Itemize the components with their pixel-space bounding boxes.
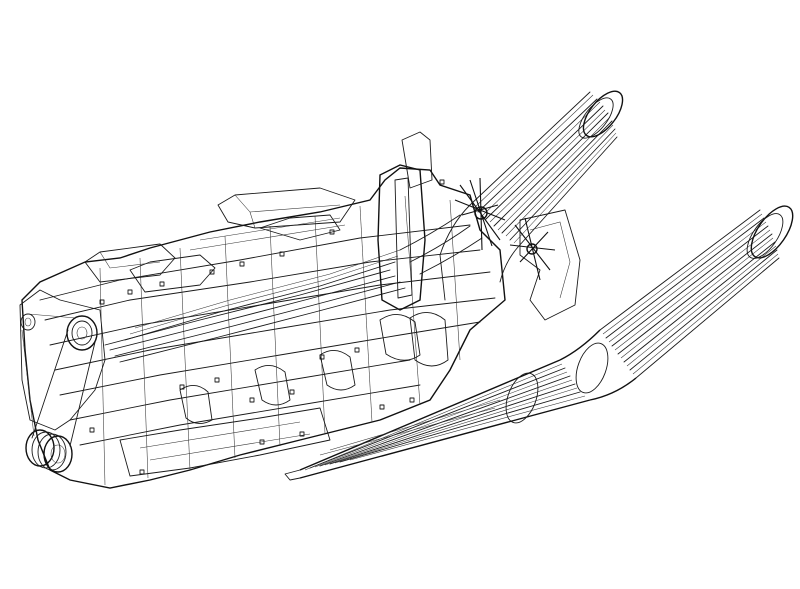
valve-covers xyxy=(84,187,356,293)
exhaust-manifold xyxy=(179,131,449,424)
engine-block xyxy=(21,167,506,489)
bolt-pattern xyxy=(89,179,445,475)
intake-runners xyxy=(104,249,406,363)
lower-exhaust-pipe xyxy=(284,205,794,481)
cooling-fans xyxy=(454,177,556,281)
front-pulleys xyxy=(19,289,106,473)
upper-exhaust-pipe xyxy=(399,90,624,321)
